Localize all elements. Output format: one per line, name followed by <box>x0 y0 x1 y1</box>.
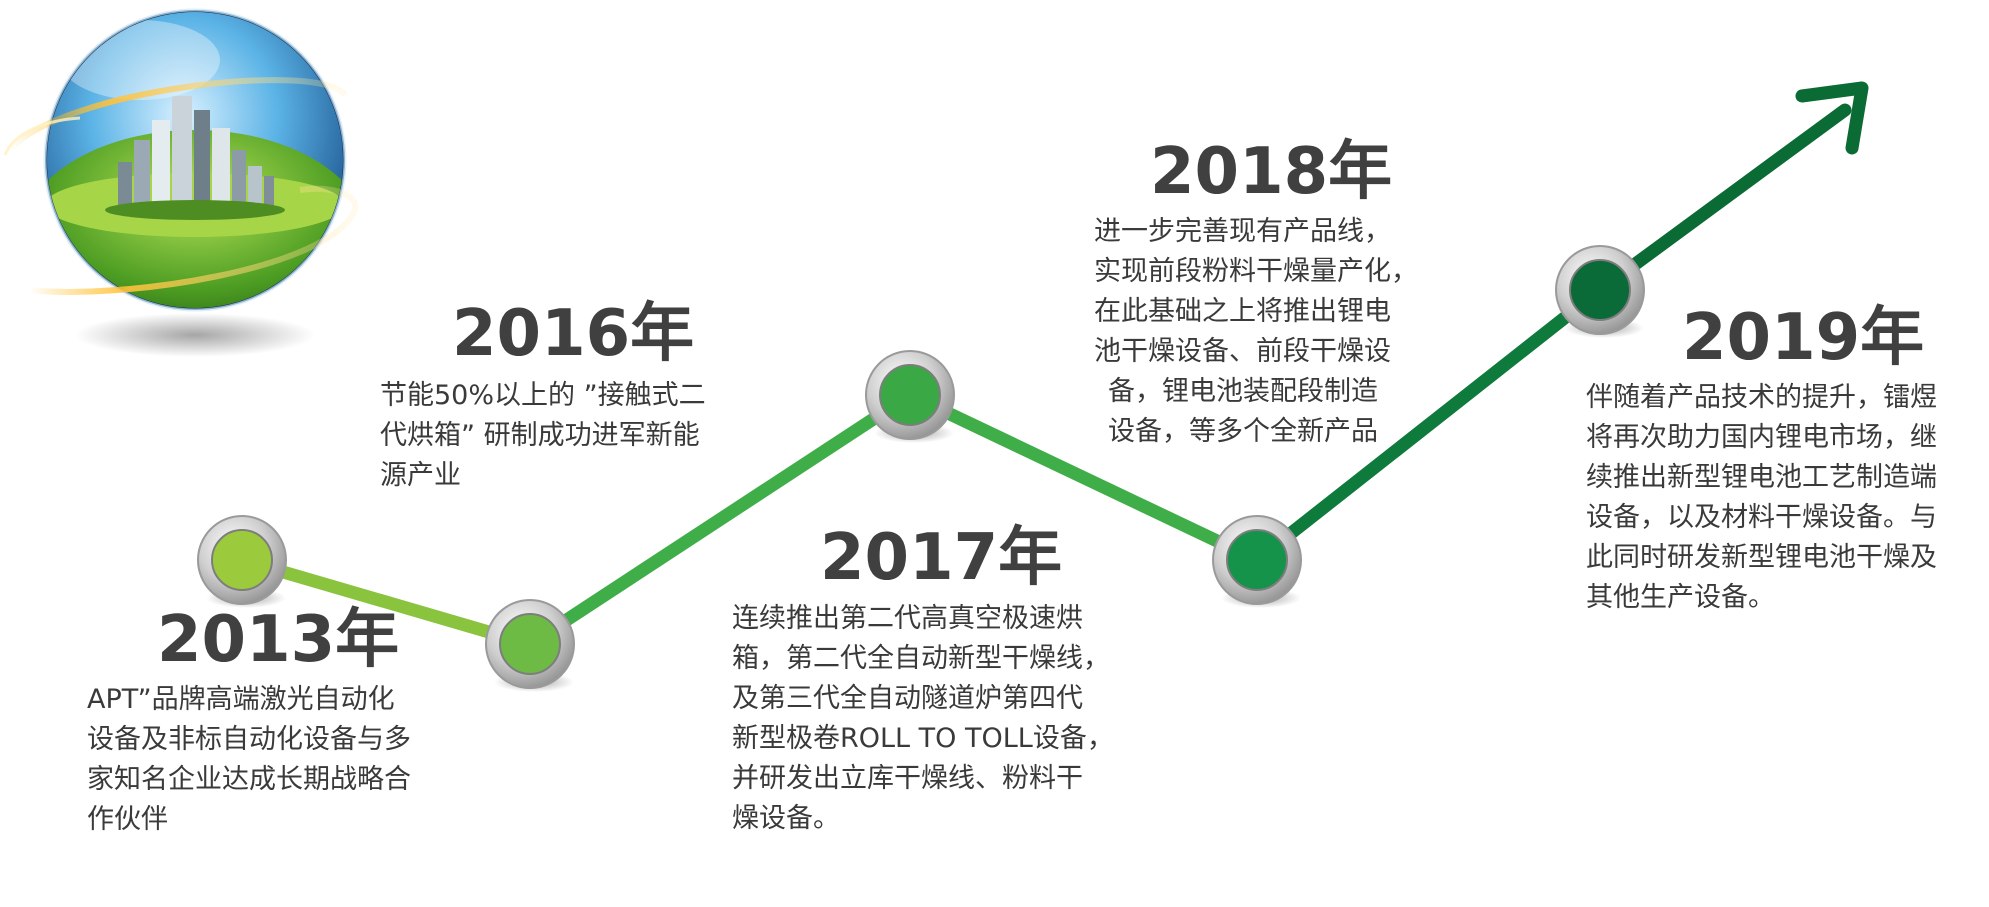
milestone-desc-2016: 节能50%以上的 ”接触式二 代烘箱” 研制成功进军新能 源产业 <box>380 376 706 496</box>
desc-line: 设备，等多个全新产品 <box>1108 416 1378 447</box>
desc-line: 在此基础之上将推出锂电 <box>1094 296 1391 327</box>
timeline-node <box>197 515 287 608</box>
globe-city-icon <box>3 8 359 357</box>
timeline-segment <box>903 388 1264 567</box>
milestone-desc-2018: 进一步完善现有产品线， 实现前段粉料干燥量产化， 在此基础之上将推出锂电 池干燥… <box>1094 212 1418 452</box>
timeline-nodes <box>197 245 1645 692</box>
desc-line: 代烘箱” 研制成功进军新能 <box>380 420 700 451</box>
milestone-year-2017: 2017年 <box>820 521 1063 595</box>
arrow-head <box>1795 81 1869 155</box>
desc-line: 家知名企业达成长期战略合 <box>87 764 411 795</box>
timeline-segment <box>1250 283 1607 567</box>
arrow-shaft <box>1593 103 1852 297</box>
milestone-desc-2013: APT”品牌高端激光自动化 设备及非标自动化设备与多 家知名企业达成长期战略合 … <box>87 680 411 840</box>
desc-line: 实现前段粉料干燥量产化， <box>1094 256 1418 287</box>
desc-line: 续推出新型锂电池工艺制造端 <box>1586 462 1937 493</box>
desc-line: 作伙伴 <box>87 804 168 835</box>
desc-line: 及第三代全自动隧道炉第四代 <box>732 683 1083 714</box>
desc-line: 连续推出第二代高真空极速烘 <box>732 603 1083 634</box>
timeline-node <box>1212 515 1302 608</box>
timeline-node <box>865 350 955 443</box>
desc-line: 源产业 <box>380 460 461 491</box>
desc-line: 设备，以及材料干燥设备。与 <box>1586 502 1937 533</box>
milestone-year-2016: 2016年 <box>452 297 695 371</box>
desc-line: 池干燥设备、前段干燥设 <box>1094 336 1391 367</box>
timeline-node <box>485 599 575 692</box>
desc-line: 并研发出立库干燥线、粉料干 <box>732 763 1083 794</box>
desc-line: 新型极卷ROLL TO TOLL设备， <box>732 723 1114 754</box>
desc-line: 其他生产设备。 <box>1586 582 1775 613</box>
desc-line: APT”品牌高端激光自动化 <box>87 684 395 715</box>
milestone-desc-2017: 连续推出第二代高真空极速烘 箱，第二代全自动新型干燥线， 及第三代全自动隧道炉第… <box>732 599 1114 839</box>
timeline-segment <box>523 388 917 651</box>
timeline-path <box>235 283 1607 651</box>
timeline-node <box>1555 245 1645 338</box>
desc-line: 此同时研发新型锂电池干燥及 <box>1586 542 1937 573</box>
desc-line: 将再次助力国内锂电市场，继 <box>1586 422 1937 453</box>
desc-line: 设备及非标自动化设备与多 <box>87 724 411 755</box>
milestone-year-2018: 2018年 <box>1150 135 1393 209</box>
milestone-year-2019: 2019年 <box>1682 301 1925 375</box>
timeline-segment <box>235 553 537 651</box>
desc-line: 箱，第二代全自动新型干燥线， <box>732 643 1110 674</box>
growth-arrow <box>1593 81 1869 297</box>
desc-line: 备，锂电池装配段制造 <box>1108 376 1378 407</box>
milestone-desc-2019: 伴随着产品技术的提升，镭煜 将再次助力国内锂电市场，继 续推出新型锂电池工艺制造… <box>1586 378 1937 618</box>
desc-line: 节能50%以上的 ”接触式二 <box>380 380 706 411</box>
desc-line: 伴随着产品技术的提升，镭煜 <box>1586 382 1937 413</box>
desc-line: 燥设备。 <box>732 803 840 834</box>
desc-line: 进一步完善现有产品线， <box>1094 216 1391 247</box>
milestone-year-2013: 2013年 <box>157 603 400 677</box>
